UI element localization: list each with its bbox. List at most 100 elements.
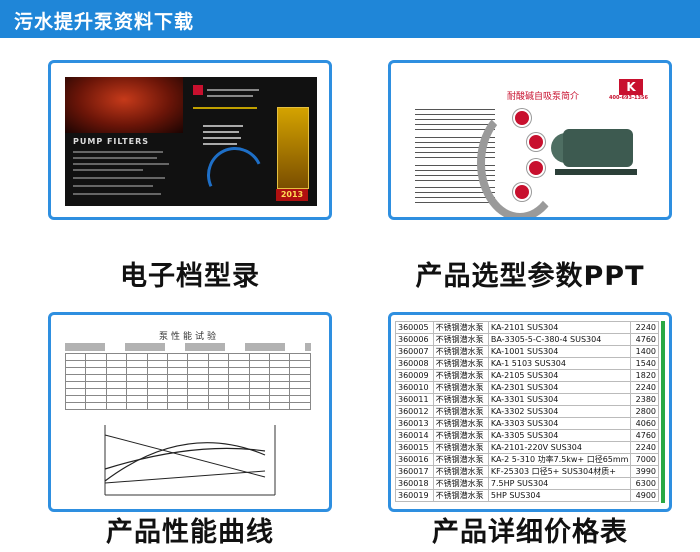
catalog-year: 2013 [276, 189, 308, 201]
price-name-cell: 不锈钢潜水泵 [432, 417, 489, 430]
price-model-cell: KA-3301 SUS304 [487, 393, 632, 406]
price-code-cell: 360016 [395, 453, 434, 466]
price-model-cell: BA-3305-5-C-380-4 SUS304 [487, 333, 632, 346]
bullet-icon [513, 109, 531, 127]
price-name-cell: 不锈钢潜水泵 [432, 429, 489, 442]
performance-thumbnail: 泵性能试验 [61, 325, 317, 501]
price-code-cell: 360010 [395, 381, 434, 394]
price-model-cell: KA-3303 SUS304 [487, 417, 632, 430]
ppt-caption[interactable]: 产品选型参数PPT [415, 261, 645, 292]
text-line [73, 177, 165, 179]
price-price-cell: 4760 [630, 333, 659, 346]
price-code-cell: 360008 [395, 357, 434, 370]
price-price-cell: 2240 [630, 381, 659, 394]
price-name-cell: 不锈钢潜水泵 [432, 453, 489, 466]
bullet-icon [527, 133, 545, 151]
price-price-cell: 2240 [630, 441, 659, 454]
price-name-cell: 不锈钢潜水泵 [432, 357, 489, 370]
text-block [415, 109, 495, 131]
performance-card[interactable]: 泵性能试验 [48, 312, 332, 512]
catalog-caption[interactable]: 电子档型录 [120, 261, 260, 292]
price-name-cell: 不锈钢潜水泵 [432, 369, 489, 382]
text-block [415, 165, 495, 183]
text-line [73, 157, 157, 159]
price-name-cell: 不锈钢潜水泵 [432, 321, 489, 334]
price-code-cell: 360012 [395, 405, 434, 418]
price-code-cell: 360019 [395, 489, 434, 502]
text-line [73, 169, 143, 171]
price-price-cell: 2380 [630, 393, 659, 406]
ppt-thumbnail: K 400-693-1356 耐酸碱自吸泵简介 [403, 75, 657, 217]
catalog-brand: PUMP FILTERS [73, 137, 150, 146]
price-code-cell: 360015 [395, 441, 434, 454]
price-model-cell: KA-2101 SUS304 [487, 321, 632, 334]
ppt-card[interactable]: K 400-693-1356 耐酸碱自吸泵简介 [388, 60, 672, 220]
price-price-cell: 3990 [630, 465, 659, 478]
price-model-cell: KA-1001 SUS304 [487, 345, 632, 358]
price-name-cell: 不锈钢潜水泵 [432, 441, 489, 454]
text-line [207, 95, 253, 97]
text-line [73, 163, 169, 165]
decorative-arc [477, 105, 563, 217]
price-price-cell: 4900 [630, 489, 659, 502]
price-model-cell: KA-2101-220V SUS304 [487, 441, 632, 454]
price-code-cell: 360006 [395, 333, 434, 346]
performance-caption[interactable]: 产品性能曲线 [106, 517, 274, 548]
price-code-cell: 360005 [395, 321, 434, 334]
price-price-cell: 4760 [630, 429, 659, 442]
price-code-cell: 360007 [395, 345, 434, 358]
price-name-cell: 不锈钢潜水泵 [432, 345, 489, 358]
catalog-book-image [277, 107, 309, 189]
text-line [203, 143, 237, 145]
price-model-cell: KA-3305 SUS304 [487, 429, 632, 442]
performance-curve-graph [104, 425, 276, 496]
text-line [203, 131, 239, 133]
price-name-cell: 不锈钢潜水泵 [432, 333, 489, 346]
catalog-card[interactable]: PUMP FILTERS 2013 [48, 60, 332, 220]
section-title: 污水提升泵资料下载 [14, 11, 195, 33]
table-scrollbar [661, 321, 665, 503]
price-code-cell: 360018 [395, 477, 434, 490]
price-name-cell: 不锈钢潜水泵 [432, 381, 489, 394]
bullet-icon [513, 183, 531, 201]
price-model-cell: KA-3302 SUS304 [487, 405, 632, 418]
text-line [203, 137, 241, 139]
price-price-cell: 4060 [630, 417, 659, 430]
catalog-thumbnail: PUMP FILTERS 2013 [65, 77, 317, 211]
brand-logo-icon: K [619, 79, 643, 95]
ppt-phone: 400-693-1356 [609, 95, 648, 101]
section-header: 污水提升泵资料下载 [0, 0, 700, 38]
price-model-cell: 7.5HP SUS304 [487, 477, 632, 490]
price-price-cell: 6300 [630, 477, 659, 490]
text-line [73, 151, 163, 153]
text-line [203, 125, 243, 127]
ppt-title: 耐酸碱自吸泵简介 [507, 92, 580, 102]
price-model-cell: KF-25303 口径5+ SUS304材质+ [487, 465, 632, 478]
price-price-cell: 2240 [630, 321, 659, 334]
price-list-caption[interactable]: 产品详细价格表 [432, 517, 628, 548]
decorative-swirl [199, 139, 271, 211]
text-line [73, 185, 153, 187]
bullet-icon [527, 159, 545, 177]
price-model-cell: KA-2 5-310 功率7.5kw+ 口径65mm [487, 453, 632, 466]
performance-table [64, 353, 311, 410]
price-price-cell: 1400 [630, 345, 659, 358]
text-block [415, 187, 495, 203]
price-model-cell: KA-2301 SUS304 [487, 381, 632, 394]
price-name-cell: 不锈钢潜水泵 [432, 489, 489, 502]
